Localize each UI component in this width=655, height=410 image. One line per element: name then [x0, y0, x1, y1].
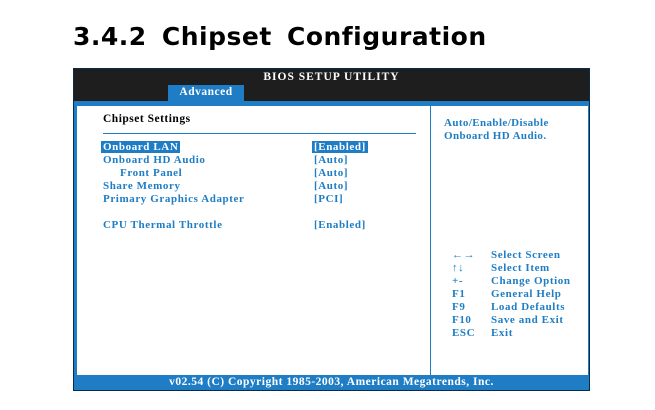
key-desc: Change Option	[491, 275, 571, 287]
key-desc: Exit	[491, 327, 513, 339]
copyright-footer: v02.54 (C) Copyright 1985-2003, American…	[169, 376, 494, 388]
help-line: Auto/Enable/Disable	[444, 117, 549, 129]
setting-value-onboard-lan[interactable]: [Enabled]	[312, 141, 368, 153]
help-line: Onboard HD Audio.	[444, 130, 547, 142]
setting-value-primary-graphics-adapter[interactable]: [PCI]	[314, 193, 344, 205]
key-f10: F10	[452, 314, 472, 326]
bios-title-bar: BIOS SETUP UTILITY	[74, 69, 589, 85]
key-plus-minus: +-	[452, 275, 464, 287]
setting-label: Onboard LAN	[101, 141, 181, 153]
key-desc: General Help	[491, 288, 562, 300]
key-arrows-horizontal-icon: ←→	[452, 249, 476, 261]
key-f1: F1	[452, 288, 466, 300]
panel-divider	[430, 105, 431, 376]
tab-strip	[74, 85, 589, 101]
setting-value-cpu-thermal-throttle[interactable]: [Enabled]	[314, 219, 366, 231]
setting-value-front-panel[interactable]: [Auto]	[314, 167, 349, 179]
key-esc: ESC	[452, 327, 476, 339]
key-f9: F9	[452, 301, 466, 313]
setting-onboard-lan[interactable]: Onboard LAN	[101, 141, 181, 153]
bios-window: BIOS SETUP UTILITY Advanced Chipset Sett…	[73, 68, 590, 391]
page-heading: 3.4.2 Chipset Configuration	[73, 22, 487, 51]
key-desc: Load Defaults	[491, 301, 566, 313]
tab-advanced[interactable]: Advanced	[168, 85, 244, 101]
setting-primary-graphics-adapter[interactable]: Primary Graphics Adapter	[103, 193, 245, 205]
setting-value-onboard-hd-audio[interactable]: [Auto]	[314, 154, 349, 166]
section-underline	[103, 133, 416, 134]
key-desc: Save and Exit	[491, 314, 564, 326]
section-title: Chipset Settings	[103, 113, 191, 125]
setting-onboard-hd-audio[interactable]: Onboard HD Audio	[103, 154, 206, 166]
key-desc: Select Screen	[491, 249, 561, 261]
key-desc: Select Item	[491, 262, 550, 274]
setting-front-panel[interactable]: Front Panel	[120, 167, 183, 179]
setting-share-memory[interactable]: Share Memory	[103, 180, 181, 192]
help-text: Auto/Enable/Disable Onboard HD Audio.	[444, 117, 584, 143]
key-arrows-vertical-icon: ↑↓	[452, 262, 465, 274]
setting-value-share-memory[interactable]: [Auto]	[314, 180, 349, 192]
setting-cpu-thermal-throttle[interactable]: CPU Thermal Throttle	[103, 219, 223, 231]
setting-value: [Enabled]	[312, 141, 368, 153]
